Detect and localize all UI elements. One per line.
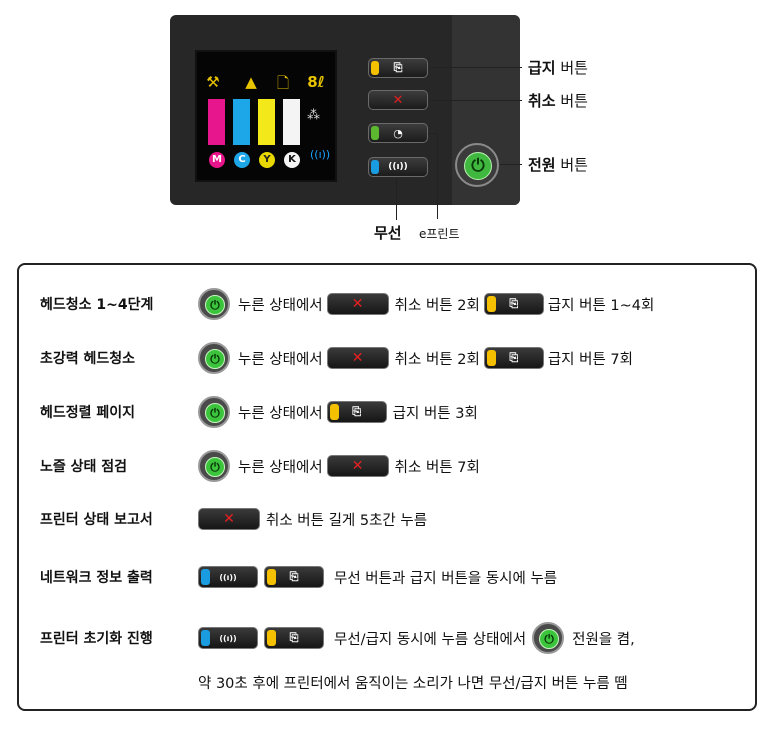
row-text: 무선 버튼과 급지 버튼을 동시에 누름: [334, 570, 558, 587]
power-button-icon: ⏻: [532, 622, 565, 654]
row-label: 노즐 상태 점검: [40, 459, 128, 475]
row-label: 헤드청소 1~4단계: [40, 297, 154, 313]
eprint-icon: ◔: [393, 126, 403, 140]
row-text: 취소 버튼 2회: [394, 297, 480, 314]
ink-label-magenta: M: [209, 152, 225, 168]
cancel-button-icon: ✕: [326, 293, 389, 315]
power-callout: 전원 버튼: [528, 156, 588, 174]
resume-button-icon: ⎘: [264, 566, 324, 588]
guide-row-deep-clean: 초강력 헤드청소 ⏻ 누른 상태에서 ✕ 취소 버튼 2회 ⎘ 급지 버튼 7회: [40, 342, 637, 374]
ink-label-cyan: C: [234, 152, 250, 168]
power-button-icon: ⏻: [198, 342, 230, 374]
wireless-status-icon: ((ı)): [310, 148, 331, 161]
power-callout-line: [500, 164, 522, 165]
row-label: 초강력 헤드청소: [40, 351, 136, 367]
row-label: 헤드정렬 페이지: [40, 405, 136, 421]
resume-callout: 급지 버튼: [528, 59, 588, 77]
row-text: 누른 상태에서: [238, 459, 323, 476]
row-text: 누른 상태에서: [238, 405, 323, 422]
eprint-callout-line: [437, 133, 438, 219]
guide-row-printer-reset: 프린터 초기화 진행 ((ı)) ⎘ 무선/급지 동시에 누름 상태에서 ⏻ 전…: [40, 622, 639, 654]
ink-cartridge-icon: 8ℓ: [307, 73, 325, 91]
ink-level-yellow: [258, 99, 275, 145]
row-text: 무선/급지 동시에 누름 상태에서: [334, 631, 527, 648]
wireless-button-icon: ((ı)): [198, 627, 258, 649]
resume-button-icon: ⎘: [326, 401, 387, 423]
tool-icon: ⚒: [206, 73, 220, 91]
guide-row-printer-reset-cont: 약 30초 후에 프린터에서 움직이는 소리가 나면 무선/급지 버튼 누름 뗌: [198, 672, 632, 693]
cancel-icon: ✕: [392, 92, 404, 108]
wireless-callout-line: [396, 178, 397, 220]
row-text: 급지 버튼 7회: [547, 351, 633, 368]
ink-level-cyan: [233, 99, 250, 145]
row-label: 네트워크 정보 출력: [40, 570, 153, 586]
row-text: 급지 버튼 3회: [392, 405, 478, 422]
cancel-button-icon: ✕: [326, 455, 389, 477]
guide-row-head-clean: 헤드청소 1~4단계 ⏻ 누른 상태에서 ✕ 취소 버튼 2회 ⎘ 급지 버튼 …: [40, 288, 658, 320]
cancel-button-icon: ✕: [198, 508, 260, 530]
resume-button-icon: ⎘: [264, 627, 324, 649]
power-icon: ⏻: [471, 156, 485, 176]
row-text: 전원을 켬,: [572, 631, 635, 648]
eprint-indicator: [371, 126, 379, 140]
row-text: 취소 버튼 2회: [394, 351, 480, 368]
row-text: 약 30초 후에 프린터에서 움직이는 소리가 나면 무선/급지 버튼 누름 뗌: [198, 676, 628, 692]
power-button-icon: ⏻: [198, 450, 230, 482]
cancel-button-icon: ✕: [326, 347, 389, 369]
eprint-button[interactable]: ◔: [368, 123, 428, 143]
cancel-callout-line: [430, 100, 522, 101]
resume-callout-line: [430, 67, 522, 68]
resume-button-icon: ⎘: [483, 347, 544, 369]
row-text: 누른 상태에서: [238, 351, 323, 368]
resume-button-icon: ⎘: [483, 293, 544, 315]
row-text: 누른 상태에서: [238, 297, 323, 314]
paper-icon: 🗋: [276, 74, 290, 92]
power-button-icon: ⏻: [198, 396, 230, 428]
row-label: 프린터 초기화 진행: [40, 631, 153, 647]
resume-indicator: [371, 61, 379, 75]
wireless-icon: ((ı)): [388, 162, 408, 172]
wireless-indicator: [371, 160, 379, 174]
resume-button[interactable]: ⎘: [368, 58, 428, 78]
guide-row-status-report: 프린터 상태 보고서 ✕ 취소 버튼 길게 5초간 누름: [40, 508, 431, 530]
ink-level-black: [283, 99, 300, 145]
wireless-callout: 무선: [374, 224, 402, 242]
button-combination-guide: [17, 263, 757, 711]
cancel-callout: 취소 버튼: [528, 92, 588, 110]
warning-icon: ▲: [245, 73, 257, 91]
wireless-button-icon: ((ı)): [198, 566, 258, 588]
ink-label-black: K: [284, 152, 300, 168]
guide-row-network-info: 네트워크 정보 출력 ((ı)) ⎘ 무선 버튼과 급지 버튼을 동시에 누름: [40, 566, 561, 588]
row-text: 취소 버튼 7회: [394, 459, 480, 476]
wireless-button[interactable]: ((ı)): [368, 157, 428, 177]
network-icon: ⁂: [307, 108, 320, 123]
power-button[interactable]: ⏻: [455, 143, 499, 187]
row-label: 프린터 상태 보고서: [40, 512, 153, 528]
eprint-callout-hline: [428, 133, 438, 134]
ink-label-yellow: Y: [259, 152, 275, 168]
cancel-button[interactable]: ✕: [368, 90, 428, 110]
power-button-icon: ⏻: [198, 288, 230, 320]
resume-icon: ⎘: [393, 61, 403, 74]
row-text: 취소 버튼 길게 5초간 누름: [266, 512, 428, 529]
guide-row-alignment: 헤드정렬 페이지 ⏻ 누른 상태에서 ⎘ 급지 버튼 3회: [40, 396, 482, 428]
eprint-callout: e프린트: [419, 227, 460, 241]
ink-level-magenta: [208, 99, 225, 145]
guide-row-nozzle-check: 노즐 상태 점검 ⏻ 누른 상태에서 ✕ 취소 버튼 7회: [40, 450, 484, 482]
row-text: 급지 버튼 1~4회: [547, 297, 655, 314]
